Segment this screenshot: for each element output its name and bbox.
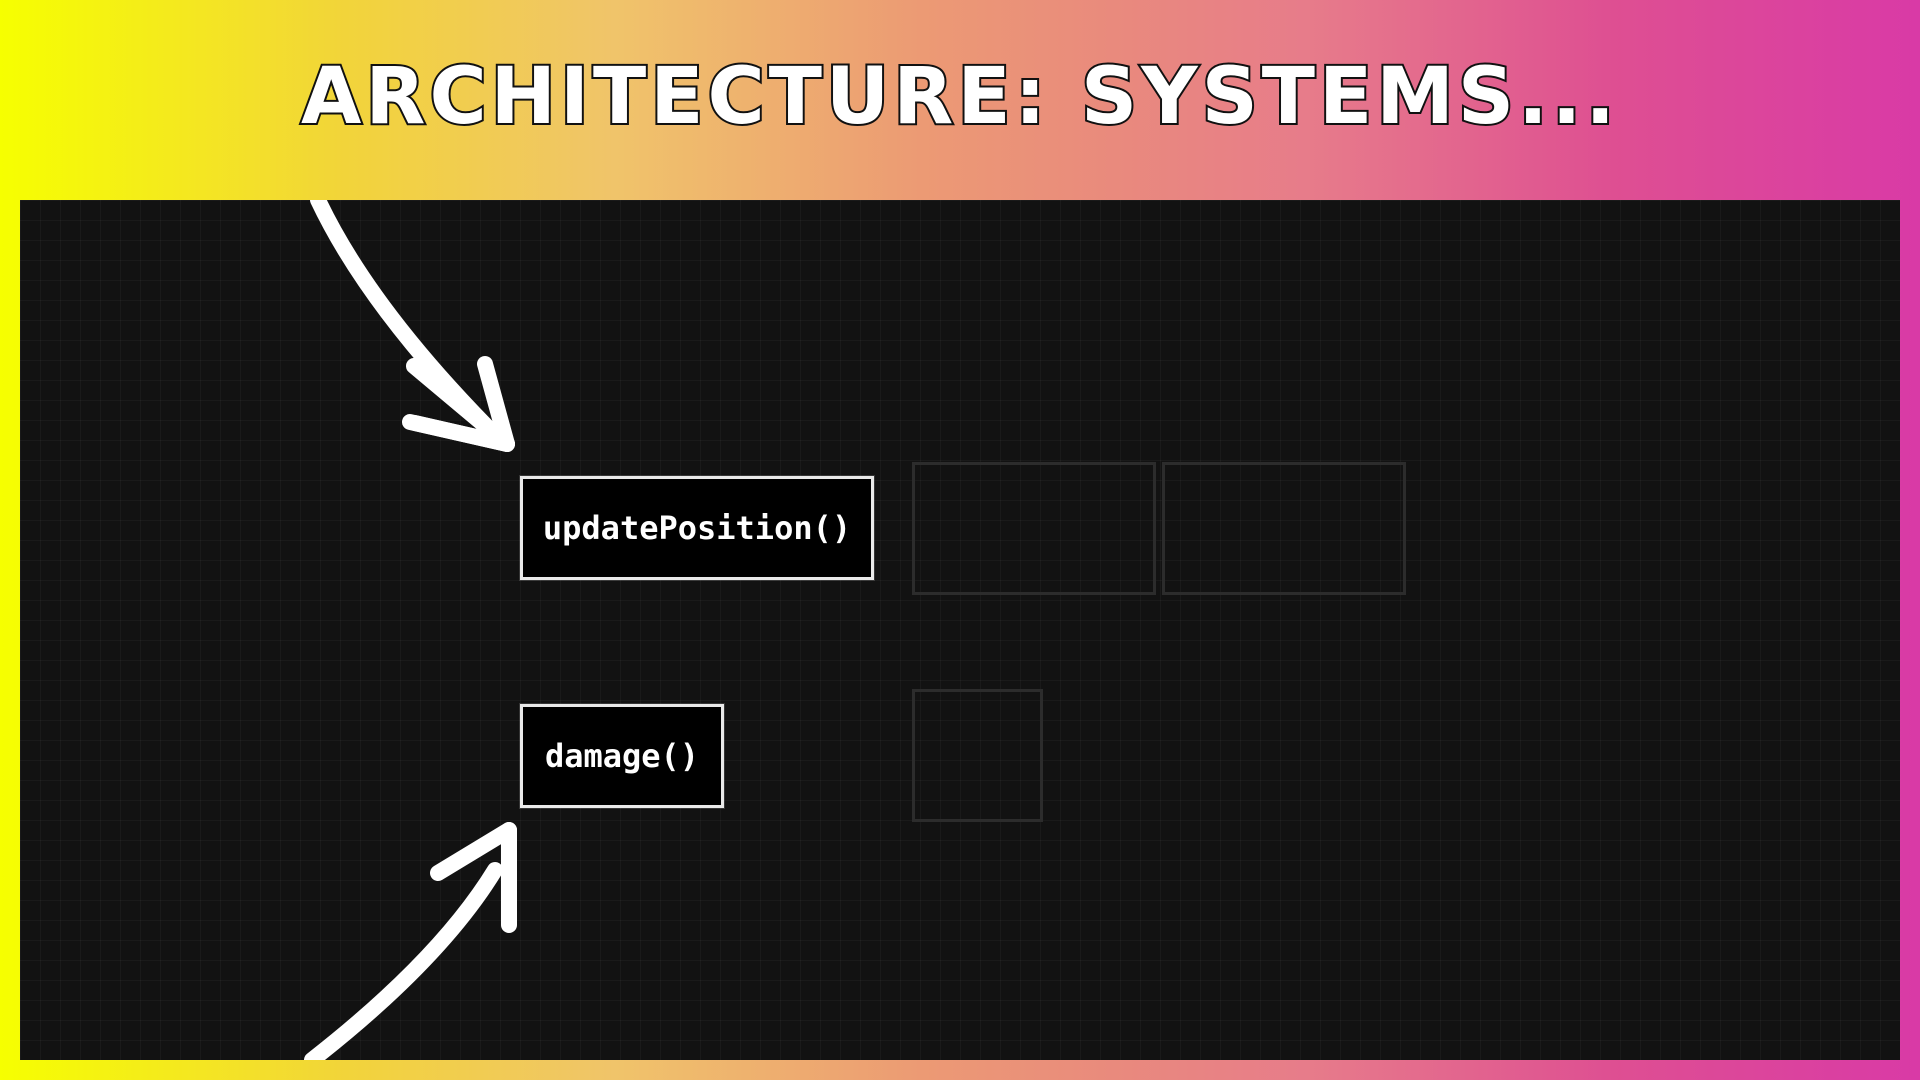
diagram-canvas: updatePosition() damage() bbox=[20, 200, 1900, 1060]
damage-label: damage() bbox=[544, 737, 700, 775]
arrows-layer bbox=[304, 200, 517, 1060]
placeholder-box-1 bbox=[912, 462, 1156, 595]
damage-box[interactable]: damage() bbox=[520, 704, 724, 808]
update-position-box[interactable]: updatePosition() bbox=[520, 476, 874, 580]
arrow-to-damage bbox=[304, 862, 503, 1060]
placeholder-box-2 bbox=[1162, 462, 1406, 595]
arrow-head-bottom-left bbox=[430, 822, 517, 881]
placeholder-box-3 bbox=[912, 689, 1043, 822]
arrow-head-top bbox=[406, 358, 515, 452]
arrow-head-update-position bbox=[411, 365, 507, 446]
slide-title: ARCHITECTURE: SYSTEMS... bbox=[299, 52, 1619, 142]
arrow-head-top-left bbox=[402, 414, 515, 452]
arrow-to-update-position bbox=[310, 200, 508, 448]
update-position-label: updatePosition() bbox=[542, 509, 852, 547]
arrow-head-top-right bbox=[477, 356, 515, 452]
